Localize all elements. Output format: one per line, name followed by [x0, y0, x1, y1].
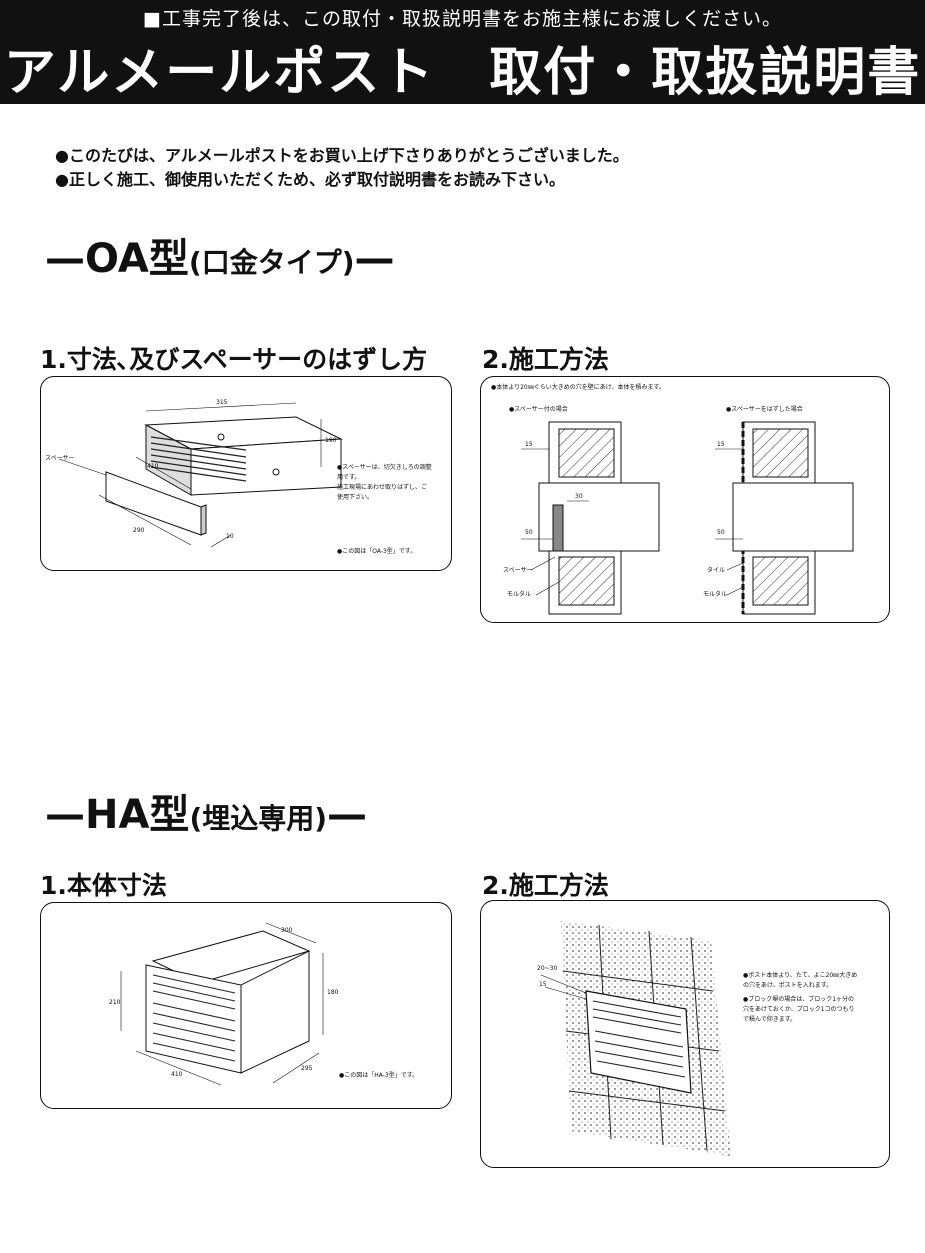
- ha-dimensions-panel: 300 180 210 410 295 ●この図は「HA-3型」です。: [40, 902, 452, 1109]
- ha-model-heading: —HA型(埋込専用)—: [45, 782, 367, 840]
- oa-dim-50b: 50: [717, 529, 725, 536]
- header-banner: ■工事完了後は、この取付・取扱説明書をお施主様にお渡しください。 アルメールポス…: [0, 0, 925, 104]
- oa-sec2-title: 2.施工方法: [482, 345, 609, 374]
- ha-dim-410: 410: [171, 1071, 183, 1078]
- ha-sec2-title: 2.施工方法: [482, 871, 609, 900]
- oa-dash-right: —: [354, 236, 395, 282]
- oa-dimensions-panel: 315 410 190 290 10 スペーサー ●スペーサーは、切欠きしろの調…: [40, 376, 452, 571]
- oa-model-heading: —OA型(口金タイプ)—: [45, 226, 395, 284]
- ha-block-wall-drawing: [540, 921, 731, 1156]
- ha-dim-180: 180: [327, 989, 339, 996]
- document-title: アルメールポスト 取付・取扱説明書: [3, 43, 922, 103]
- oa-model-name: OA型: [85, 236, 189, 282]
- oa-case-with-spacer: ●スペーサー付の場合: [509, 406, 568, 413]
- oa-spacer-note: ●スペーサーは、切欠きしろの調整 用です。 施工現場にあわせ取りはずし、ご 使用…: [337, 463, 432, 503]
- ha-installation-panel: 20~30 15 ●ポスト本体より、たて、よこ20㎜大きめ の穴をあけ、ポストを…: [480, 900, 890, 1168]
- oa-install-instruction: ●本体より20㎜ぐらい大きめの穴を壁にあけ、本体を積みます。: [491, 384, 665, 391]
- oa-dim-10: 10: [226, 533, 234, 540]
- oa-dash-left: —: [45, 236, 85, 282]
- ha-install-note-line: で積んで仰きます。: [743, 1016, 797, 1023]
- oa-dim-315: 315: [216, 399, 228, 406]
- oa-dim-190: 190: [325, 437, 337, 444]
- ha-dim-210: 210: [109, 999, 121, 1006]
- ha-dash-left: —: [45, 792, 85, 838]
- ha-dim-295: 295: [301, 1065, 313, 1072]
- oa-spacer-note-line: 用です。: [337, 474, 361, 481]
- oa-spacer-label: スペーサー: [45, 455, 75, 462]
- oa-model-note: ●この図は「OA-3型」です。: [337, 548, 417, 555]
- intro-line-1: ●このたびは、アルメールポストをお買い上げ下さりありがとうございました。: [55, 146, 629, 165]
- ha-sec1-title: 1.本体寸法: [40, 871, 167, 900]
- oa-product-drawing: [58, 402, 343, 548]
- oa-dim-30: 30: [575, 493, 583, 500]
- oa-case-without-spacer: ●スペーサーをはずした場合: [726, 406, 803, 413]
- oa-label-mortar-b: モルタル: [703, 591, 728, 598]
- ha-dim-15: 15: [539, 981, 547, 988]
- ha-dim-300: 300: [281, 927, 293, 934]
- oa-spacer-note-line: 使用下さい。: [337, 494, 374, 501]
- oa-dim-410: 410: [147, 463, 159, 470]
- ha-install-note-line: ●ポスト本体より、たて、よこ20㎜大きめ: [743, 972, 858, 979]
- ha-install-notes: ●ポスト本体より、たて、よこ20㎜大きめ の穴をあけ、ポストを入れます。 ●ブロ…: [743, 971, 883, 1025]
- ha-model-subtitle: (埋込専用): [189, 802, 328, 835]
- oa-installation-panel: ●本体より20㎜ぐらい大きめの穴を壁にあけ、本体を積みます。 ●スペーサー付の場…: [480, 376, 890, 623]
- ha-dash-right: —: [327, 792, 368, 838]
- oa-dim-15a: 15: [525, 441, 533, 448]
- ha-model-note: ●この図は「HA-3型」です。: [339, 1072, 419, 1079]
- oa-dim-50a: 50: [525, 529, 533, 536]
- ha-install-note-line: ●ブロック塀の場合は、ブロック1ヶ分の: [743, 996, 855, 1003]
- ha-install-note-line: 穴をあけておくか、ブロック1コのつもり: [743, 1006, 855, 1013]
- handover-notice: ■工事完了後は、この取付・取扱説明書をお施主様にお渡しください。: [143, 8, 782, 30]
- oa-label-mortar-a: モルタル: [507, 591, 532, 598]
- oa-label-tile: タイル: [707, 567, 726, 574]
- oa-label-spacer: スペーサー: [503, 567, 533, 574]
- ha-dim-20-30: 20~30: [537, 965, 558, 972]
- intro-line-2: ●正しく施工、御使用いただくため、必ず取付説明書をお読み下さい。: [55, 170, 565, 189]
- oa-section-drawings: [521, 421, 854, 615]
- ha-model-name: HA型: [85, 792, 190, 838]
- ha-install-note-line: の穴をあけ、ポストを入れます。: [743, 982, 833, 989]
- oa-dim-290: 290: [133, 527, 145, 534]
- oa-dim-15b: 15: [717, 441, 725, 448]
- ha-product-drawing: [120, 922, 324, 1086]
- oa-spacer-note-line: ●スペーサーは、切欠きしろの調整: [337, 464, 432, 471]
- oa-spacer-note-line: 施工現場にあわせ取りはずし、ご: [337, 484, 428, 491]
- oa-sec1-title: 1.寸法､及びスペーサーのはずし方: [40, 345, 428, 374]
- oa-model-subtitle: (口金タイプ): [188, 246, 355, 279]
